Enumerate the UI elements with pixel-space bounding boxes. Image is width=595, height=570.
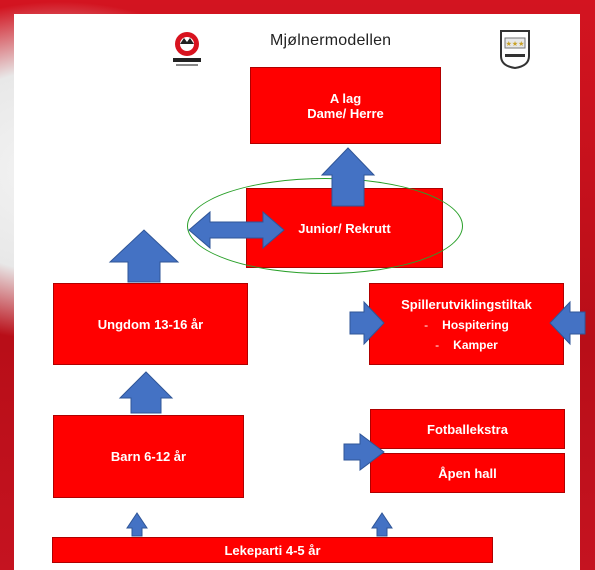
spiller-item-hospitering: - Hospitering xyxy=(424,318,509,332)
spiller-item-kamper: - Kamper xyxy=(435,338,498,352)
arrow-left-spiller-icon xyxy=(549,300,586,346)
box-a-lag: A lag Dame/ Herre xyxy=(250,67,441,144)
arrow-double-horizontal-icon xyxy=(188,210,285,250)
box-fotballekstra: Fotballekstra xyxy=(370,409,565,449)
arrow-up-junior-icon xyxy=(320,147,376,207)
box-ungdom: Ungdom 13-16 år xyxy=(53,283,248,365)
arrow-up-lekeparti-left-icon xyxy=(126,512,148,537)
box-apen-hall: Åpen hall xyxy=(370,453,565,493)
lekeparti-label: Lekeparti 4-5 år xyxy=(224,542,321,558)
item-label: Hospitering xyxy=(442,317,509,332)
svg-text:★★★: ★★★ xyxy=(506,40,525,48)
barn-label: Barn 6-12 år xyxy=(110,449,187,464)
box-lekeparti: Lekeparti 4-5 år xyxy=(52,537,493,563)
arrow-right-fotball-icon xyxy=(343,433,385,471)
box-barn: Barn 6-12 år xyxy=(53,415,244,498)
club-logo xyxy=(170,30,204,70)
highlight-ellipse xyxy=(187,178,463,274)
arrow-up-ungdom-icon xyxy=(108,229,180,283)
bullet: - xyxy=(424,317,429,332)
box-spillerutvikling: Spillerutviklingstiltak - Hospitering - … xyxy=(369,283,564,365)
a-lag-line2: Dame/ Herre xyxy=(307,105,384,121)
fotballekstra-label: Fotballekstra xyxy=(427,421,508,437)
bullet: - xyxy=(435,337,440,352)
quality-badge-icon: ★★★ xyxy=(497,28,533,70)
apen-hall-label: Åpen hall xyxy=(438,465,497,481)
arrow-up-lekeparti-right-icon xyxy=(371,512,393,537)
item-label: Kamper xyxy=(453,337,498,352)
arrow-up-barn-icon xyxy=(118,371,174,414)
page-title: Mjølnermodellen xyxy=(270,32,392,49)
arrow-right-spiller-icon xyxy=(349,300,385,346)
a-lag-line1: A lag xyxy=(329,90,362,106)
spiller-title: Spillerutviklingstiltak xyxy=(401,296,532,312)
ungdom-label: Ungdom 13-16 år xyxy=(97,316,204,332)
